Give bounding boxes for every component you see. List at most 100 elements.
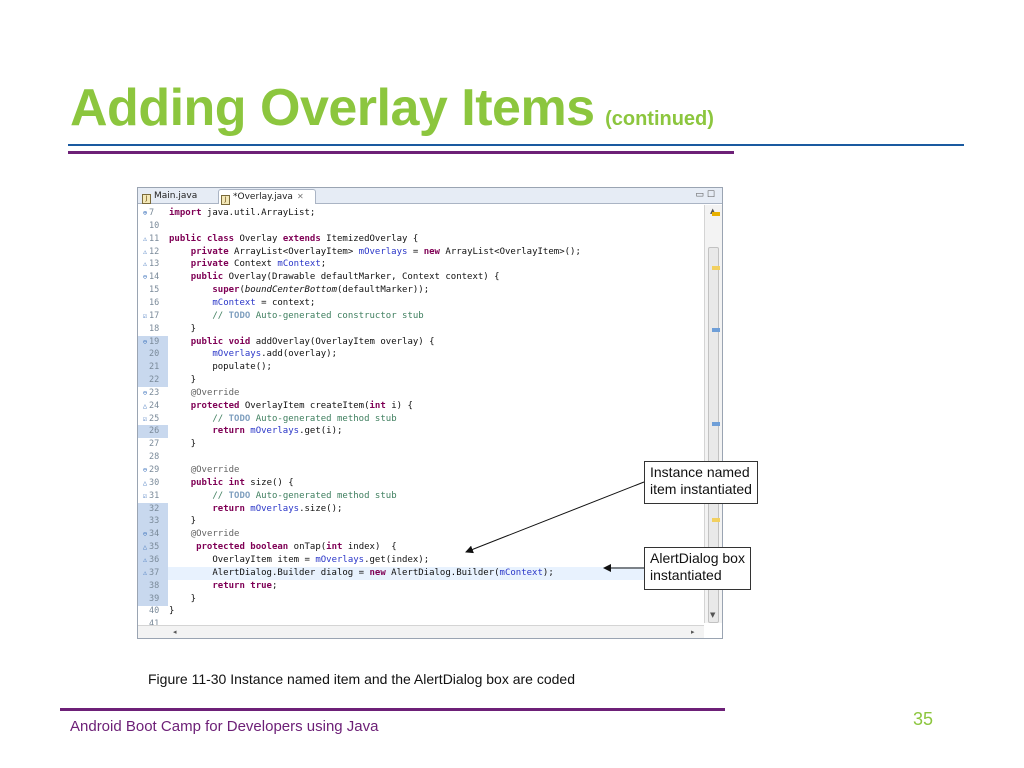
line-number: ⊕7 [138, 207, 168, 220]
line-number: ⚠13 [138, 258, 168, 271]
line-number: 21 [138, 361, 168, 375]
code-line[interactable]: △30 public int size() { [138, 477, 704, 490]
code-text: public class Overlay extends ItemizedOve… [169, 233, 419, 244]
line-number-text: 24 [149, 400, 160, 411]
scroll-down-icon[interactable]: ▼ [710, 611, 716, 619]
code-line[interactable]: 20 mOverlays.add(overlay); [138, 348, 704, 362]
code-line[interactable]: 10 [138, 220, 704, 233]
footer-text: Android Boot Camp for Developers using J… [70, 718, 379, 735]
scroll-up-icon[interactable]: ▲ [710, 207, 716, 215]
code-line[interactable]: ⊖34 @Override [138, 528, 704, 542]
code-line[interactable]: 41 [138, 618, 704, 631]
code-line[interactable]: 16 mContext = context; [138, 297, 704, 310]
code-line[interactable]: 33 } [138, 515, 704, 529]
line-number-text: 34 [149, 529, 160, 540]
code-line[interactable]: △35 protected boolean onTap(int index) { [138, 541, 704, 555]
code-text: } [169, 375, 197, 386]
code-line[interactable]: 15 super(boundCenterBottom(defaultMarker… [138, 284, 704, 297]
code-text: public void addOverlay(OverlayItem overl… [190, 336, 435, 347]
scroll-left-icon[interactable]: ◂ [173, 628, 177, 636]
line-number-text: 32 [149, 503, 160, 514]
code-line[interactable]: ⊖19 public void addOverlay(OverlayItem o… [138, 335, 704, 349]
java-file-icon: J [142, 194, 151, 204]
line-number: ⊖23 [138, 387, 168, 400]
page-number: 35 [913, 709, 934, 729]
code-text: import java.util.ArrayList; [169, 208, 316, 218]
gutter-marker-icon: ⚠ [142, 247, 148, 256]
minimize-icon[interactable]: ▭ [695, 190, 707, 200]
code-text: private Context mContext; [190, 259, 327, 270]
gutter-marker-icon: ⊖ [142, 530, 148, 539]
line-number: ☑31 [138, 490, 168, 503]
gutter-marker-icon: △ [142, 543, 148, 552]
code-line[interactable]: 32 return mOverlays.size(); [138, 502, 704, 516]
line-number-text: 13 [149, 259, 160, 270]
code-line[interactable]: 39 } [138, 592, 704, 606]
code-text: mContext = context; [212, 297, 316, 308]
code-text: protected boolean onTap(int index) { [196, 542, 397, 553]
line-number-text: 19 [149, 336, 160, 347]
code-text: OverlayItem item = mOverlays.get(index); [169, 554, 430, 565]
slide-title-main: Adding Overlay Items [70, 79, 595, 137]
close-icon[interactable]: ✕ [296, 192, 304, 201]
code-line[interactable]: ⚠13 private Context mContext; [138, 258, 704, 271]
line-number-text: 11 [149, 233, 160, 244]
code-line[interactable]: ⚠37 AlertDialog.Builder dialog = new Ale… [138, 566, 704, 580]
line-number-text: 35 [149, 542, 160, 553]
code-line[interactable]: 18 } [138, 323, 704, 336]
window-controls: ▭☐ [695, 190, 718, 200]
line-number: △24 [138, 400, 168, 413]
line-number: 27 [138, 438, 168, 451]
warning-marker-icon[interactable] [712, 518, 720, 522]
code-line[interactable]: 27 } [138, 438, 704, 451]
code-line[interactable]: 38 return true; [138, 579, 704, 593]
code-line[interactable]: ⊖23 @Override [138, 387, 704, 400]
code-text: } [169, 516, 197, 527]
code-line[interactable]: ☑31 // TODO Auto-generated method stub [138, 490, 704, 503]
code-line[interactable]: 26 return mOverlays.get(i); [138, 425, 704, 439]
slide-title: Adding Overlay Items (continued) [70, 78, 714, 138]
line-number: 39 [138, 592, 168, 606]
code-line[interactable]: △24 protected OverlayItem createItem(int… [138, 400, 704, 413]
scroll-right-icon[interactable]: ▸ [691, 628, 695, 636]
line-number-text: 16 [149, 297, 160, 308]
scrollbar-thumb[interactable] [708, 247, 719, 623]
gutter-marker-icon: ⚠ [142, 260, 148, 269]
code-line[interactable]: 40} [138, 605, 704, 618]
code-line[interactable]: 28 [138, 451, 704, 464]
line-number-text: 22 [149, 375, 160, 386]
task-marker-icon[interactable] [712, 422, 720, 426]
slide-title-subtitle: (continued) [605, 108, 714, 130]
warning-marker-icon[interactable] [712, 212, 720, 216]
line-number-text: 30 [149, 477, 160, 488]
code-text: @Override [190, 465, 240, 475]
line-number: 33 [138, 515, 168, 529]
line-number: 40 [138, 605, 168, 618]
code-line[interactable]: 21 populate(); [138, 361, 704, 375]
line-number-text: 15 [149, 285, 160, 296]
code-line[interactable]: ⊖14 public Overlay(Drawable defaultMarke… [138, 271, 704, 284]
code-text: public Overlay(Drawable defaultMarker, C… [190, 272, 500, 283]
tab-label: Main.java [154, 191, 198, 201]
maximize-icon[interactable]: ☐ [706, 190, 718, 200]
task-marker-icon[interactable] [712, 328, 720, 332]
warning-marker-icon[interactable] [712, 266, 720, 270]
line-number-text: 31 [149, 490, 160, 501]
code-text: return mOverlays.get(i); [212, 426, 343, 437]
tab-overlay-java[interactable]: J*Overlay.java✕ [218, 189, 316, 205]
horizontal-scrollbar[interactable]: ◂ ▸ [138, 625, 704, 638]
gutter-marker-icon: ⊖ [142, 273, 148, 282]
code-line[interactable]: ⚠12 private ArrayList<OverlayItem> mOver… [138, 246, 704, 259]
code-line[interactable]: ⊖29 @Override [138, 464, 704, 477]
code-line[interactable]: ⚠36 OverlayItem item = mOverlays.get(ind… [138, 553, 704, 567]
code-line[interactable]: ☑25 // TODO Auto-generated method stub [138, 413, 704, 426]
line-number-text: 27 [149, 439, 160, 450]
code-line[interactable]: 22 } [138, 374, 704, 388]
code-line[interactable]: ☑17 // TODO Auto-generated constructor s… [138, 310, 704, 323]
line-number: △35 [138, 541, 168, 555]
